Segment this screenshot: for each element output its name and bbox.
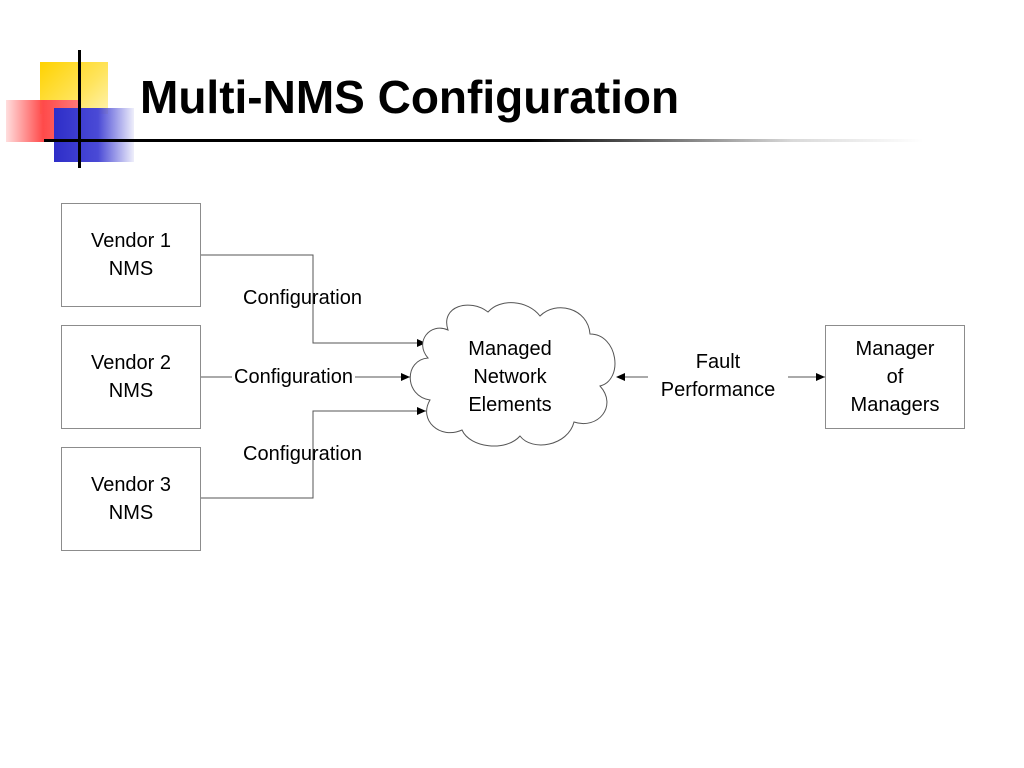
slide-title: Multi-NMS Configuration [140, 71, 680, 123]
config-label-3: Configuration [243, 443, 362, 465]
vendor-3-name: Vendor 3 [90, 474, 172, 496]
fault-performance-label: Fault Performance [648, 348, 788, 404]
vendor-1-nms-box: Vendor 1 NMS [61, 203, 201, 307]
manager-line-2: of [886, 366, 904, 388]
fault-label: Fault [648, 348, 788, 376]
connector-vendor1 [201, 254, 426, 347]
vendor-1-name: Vendor 1 [90, 230, 172, 252]
decor-blue-square [54, 108, 134, 162]
vendor-2-type: NMS [108, 380, 154, 402]
managed-network-elements-label: Managed Network Elements [440, 335, 580, 419]
cloud-line-1: Managed [468, 338, 552, 360]
manager-of-managers-box: Manager of Managers [825, 325, 965, 429]
cloud-shape [409, 302, 616, 447]
vendor-2-nms-box: Vendor 2 NMS [61, 325, 201, 429]
vendor-3-nms-box: Vendor 3 NMS [61, 447, 201, 551]
vendor-3-type: NMS [108, 502, 154, 524]
manager-line-3: Managers [850, 394, 940, 416]
title-rule [44, 139, 924, 142]
performance-label: Performance [648, 376, 788, 404]
manager-line-1: Manager [855, 338, 935, 360]
config-label-1: Configuration [243, 287, 362, 309]
vendor-1-type: NMS [108, 258, 154, 280]
vendor-2-name: Vendor 2 [90, 352, 172, 374]
cloud-line-3: Elements [468, 394, 552, 416]
config-label-2: Configuration [232, 365, 355, 389]
decor-vertical-line [78, 50, 81, 168]
cloud-line-2: Network [473, 366, 547, 388]
connector-vendor3 [201, 407, 426, 499]
